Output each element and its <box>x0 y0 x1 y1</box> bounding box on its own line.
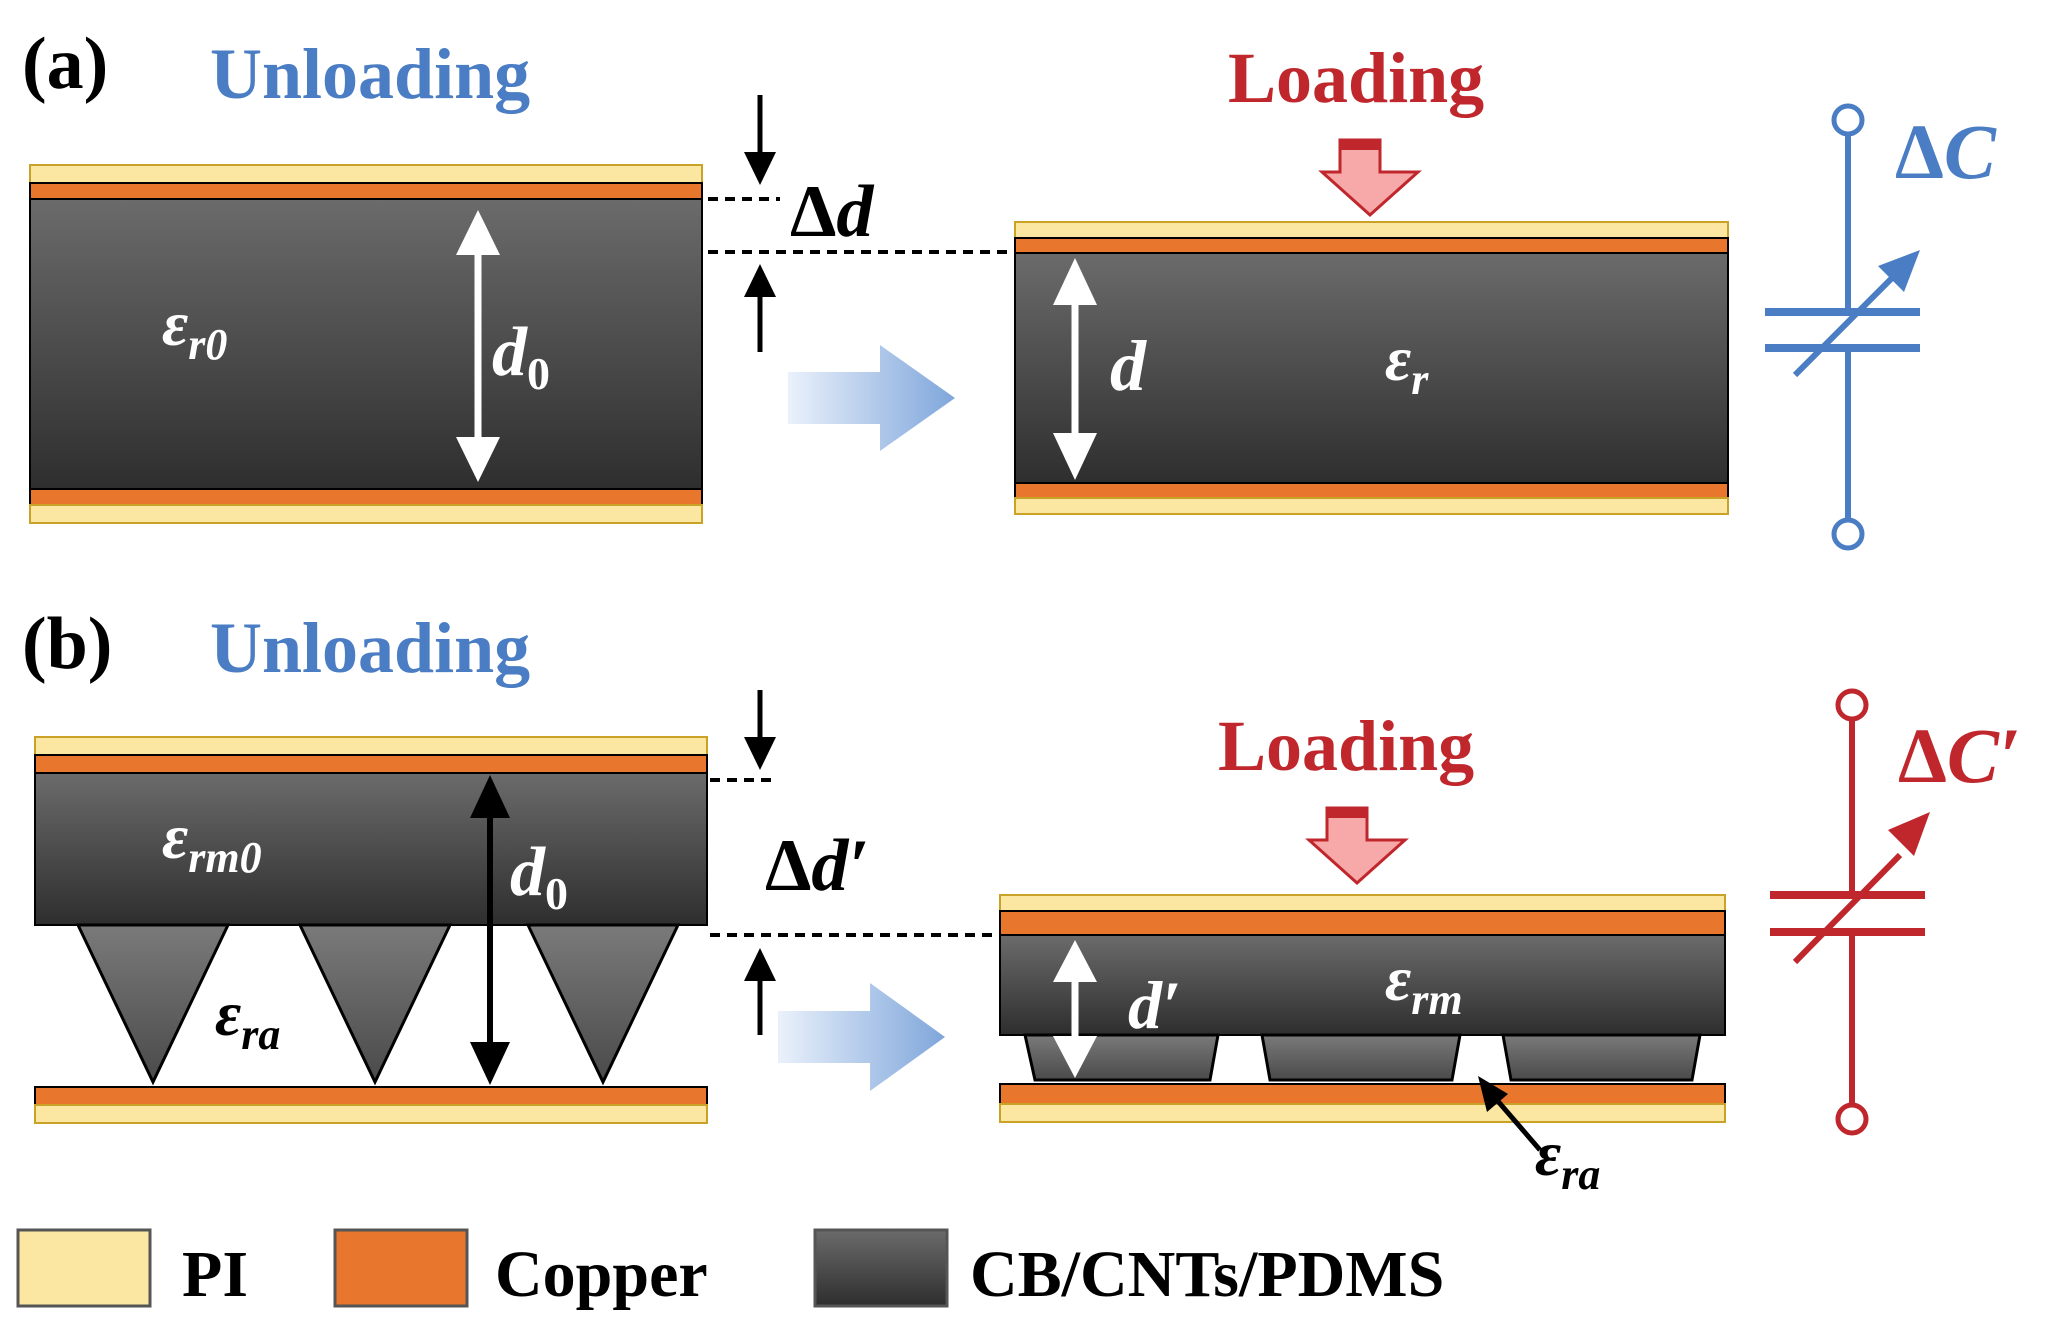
panel-a-d-double-arrow <box>1053 258 1097 480</box>
copper-electrode-top <box>34 754 708 774</box>
legend-label-dielectric: CB/CNTs/PDMS <box>970 1238 1444 1311</box>
dielectric-layer <box>999 934 1726 1036</box>
panel-a-process-arrow <box>788 345 955 451</box>
panel-a: (a) Unloading Loading εr0 d0 <box>22 23 1997 551</box>
panel-a-load-arrow-cap <box>1340 140 1380 150</box>
dielectric-layer <box>34 772 708 926</box>
legend: PI Copper CB/CNTs/PDMS <box>16 1228 1444 1311</box>
panel-b-load-arrow-cap <box>1327 808 1367 818</box>
panel-a-loaded-stack <box>1014 221 1729 515</box>
panel-a-delta-c-label: ΔC <box>1895 108 1997 195</box>
panel-b-process-arrow <box>778 983 945 1091</box>
panel-b-delta-d-prime-label: Δd′ <box>765 825 869 907</box>
copper-electrode-bottom <box>34 1086 708 1106</box>
copper-electrode-top <box>1014 237 1729 254</box>
panel-b-unloaded-stack <box>34 736 708 1124</box>
panel-b-d0-label: d0 <box>510 834 568 919</box>
panel-b-loaded-stack <box>999 894 1726 1123</box>
compressed-pyramid <box>1501 1033 1702 1082</box>
panel-a-variable-capacitor-icon <box>1765 103 1920 551</box>
legend-swatch-dielectric <box>813 1228 949 1308</box>
legend-label-copper: Copper <box>495 1238 708 1311</box>
panel-a-delta-d-markers <box>708 95 1010 352</box>
panel-b-loading-title: Loading <box>1218 706 1474 786</box>
panel-a-loading-title: Loading <box>1228 38 1484 118</box>
panel-a-load-arrow <box>1318 138 1422 218</box>
pi-layer-bottom <box>34 1104 708 1124</box>
panel-b-load-arrow <box>1305 806 1409 886</box>
pyramid-microstructure <box>525 923 681 1086</box>
compressed-pyramid <box>1023 1033 1220 1082</box>
panel-b-eps-loaded: εrm <box>1385 943 1463 1024</box>
panel-a-d-label: d <box>1110 326 1147 406</box>
compressed-pyramid <box>1260 1033 1462 1082</box>
copper-electrode-top <box>29 182 703 200</box>
panel-a-d0-label: d0 <box>492 314 550 399</box>
pi-layer-top <box>34 736 708 756</box>
panel-b-variable-capacitor-icon <box>1770 688 1930 1136</box>
copper-electrode-bottom <box>29 488 703 506</box>
panel-a-eps-unloaded: εr0 <box>162 288 227 369</box>
dielectric-layer <box>29 198 703 490</box>
copper-electrode-bottom <box>999 1083 1726 1105</box>
copper-electrode-top <box>999 910 1726 936</box>
panel-b-delta-c-prime-label: ΔC′ <box>1898 712 2021 799</box>
pi-layer-top <box>29 164 703 184</box>
panel-b-eps-air-loaded: εra <box>1535 1118 1600 1199</box>
pyramid-microstructure <box>75 923 231 1086</box>
panel-b-eps-unloaded: εrm0 <box>162 801 262 882</box>
legend-swatch-copper <box>333 1228 469 1308</box>
legend-label-pi: PI <box>182 1238 248 1311</box>
panel-b-unloading-title: Unloading <box>210 608 530 688</box>
pi-layer-top <box>1014 221 1729 239</box>
panel-b-label: (b) <box>22 603 112 685</box>
panel-a-d0-double-arrow <box>456 210 500 482</box>
dielectric-layer <box>1014 252 1729 484</box>
panel-a-eps-loaded: εr <box>1385 323 1429 404</box>
panel-a-unloading-title: Unloading <box>210 34 530 114</box>
pi-layer-top <box>999 894 1726 912</box>
panel-b-d-prime-double-arrow <box>1053 940 1097 1078</box>
pyramid-microstructure <box>297 923 453 1086</box>
copper-electrode-bottom <box>1014 482 1729 499</box>
legend-swatch-pi <box>16 1228 152 1308</box>
pi-layer-bottom <box>999 1103 1726 1123</box>
panel-a-label: (a) <box>22 23 108 105</box>
panel-b: (b) Unloading Loading εrm0 εra d0 <box>22 603 2021 1199</box>
pi-layer-bottom <box>29 504 703 524</box>
panel-b-d0-double-arrow <box>470 775 510 1085</box>
panel-a-unloaded-stack <box>29 164 703 524</box>
pi-layer-bottom <box>1014 497 1729 515</box>
panel-b-delta-d-markers <box>710 690 1000 1035</box>
panel-b-d-prime-label: d′ <box>1128 967 1181 1043</box>
panel-a-delta-d-label: Δd <box>790 171 874 253</box>
panel-b-eps-air-unloaded: εra <box>215 978 280 1059</box>
panel-b-air-gap-pointer <box>1478 1076 1542 1152</box>
